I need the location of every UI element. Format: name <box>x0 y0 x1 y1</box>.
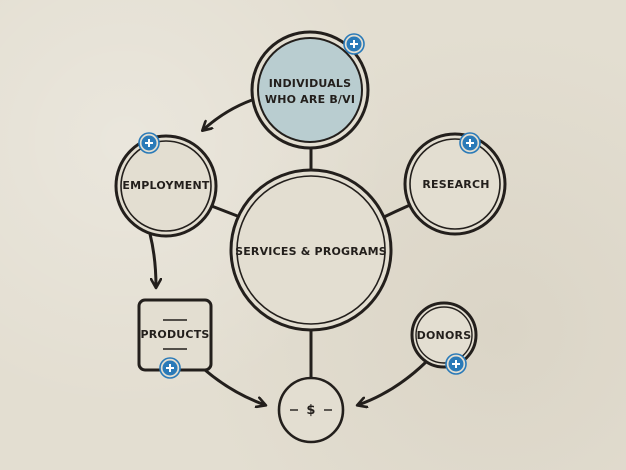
individuals-label-line2: WHO ARE B/VI <box>264 93 356 106</box>
node-employment[interactable] <box>114 134 218 238</box>
node-donors[interactable] <box>410 301 478 369</box>
services-label: SERVICES & PROGRAMS <box>235 245 387 258</box>
expand-research-button[interactable] <box>459 132 481 154</box>
node-research[interactable] <box>403 132 507 236</box>
individuals-label: INDIVIDUALS WHO ARE B/VI <box>265 76 355 108</box>
plus-circle-icon <box>138 132 160 154</box>
money-label: $ <box>306 403 316 418</box>
individuals-label-line1: INDIVIDUALS <box>268 77 352 90</box>
donors-label: DONORS <box>416 329 472 342</box>
node-money[interactable] <box>277 376 345 444</box>
arrow-employment-to-products <box>148 233 156 287</box>
plus-circle-icon <box>343 33 365 55</box>
plus-circle-icon <box>459 132 481 154</box>
arrow-products-to-money <box>204 368 265 405</box>
arrow-donors-to-money <box>358 360 428 405</box>
plus-circle-icon <box>159 357 181 379</box>
connector-employment-services <box>208 203 241 219</box>
research-label: RESEARCH <box>422 178 490 191</box>
node-services[interactable] <box>229 168 393 332</box>
expand-products-button[interactable] <box>159 357 181 379</box>
expand-employment-button[interactable] <box>138 132 160 154</box>
expand-donors-button[interactable] <box>445 353 467 375</box>
expand-individuals-button[interactable] <box>343 33 365 55</box>
products-label: PRODUCTS <box>140 328 210 341</box>
arrow-individuals-to-employment <box>203 98 253 130</box>
employment-label: EMPLOYMENT <box>122 179 210 192</box>
plus-circle-icon <box>445 353 467 375</box>
node-individuals[interactable] <box>250 30 370 150</box>
